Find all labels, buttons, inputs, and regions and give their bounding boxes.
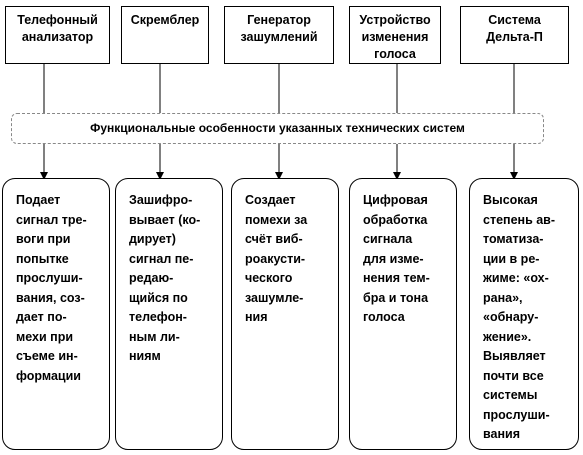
system-description-box-4: Цифровая обработка сигнала для изме- нен… [349,178,457,450]
system-name-box-4: Устройство изменения голоса [349,6,441,64]
system-name-box-3: Генератор зашумлений [224,6,334,64]
system-description-box-2: Зашифро- вывает (ко- дирует) сигнал пе- … [115,178,223,450]
system-description-box-3: Создает помехи за счёт виб- роакусти- че… [231,178,339,450]
features-band: Функциональные особенности указанных тех… [11,113,544,144]
system-name-box-5: Система Дельта-П [460,6,569,64]
system-name-box-2: Скремблер [121,6,209,64]
system-name-box-1: Телефонный анализатор [5,6,110,64]
system-description-box-1: Подает сигнал тре- воги при попытке прос… [2,178,110,450]
system-description-box-5: Высокая степень ав- томатиза- ции в ре- … [469,178,579,450]
